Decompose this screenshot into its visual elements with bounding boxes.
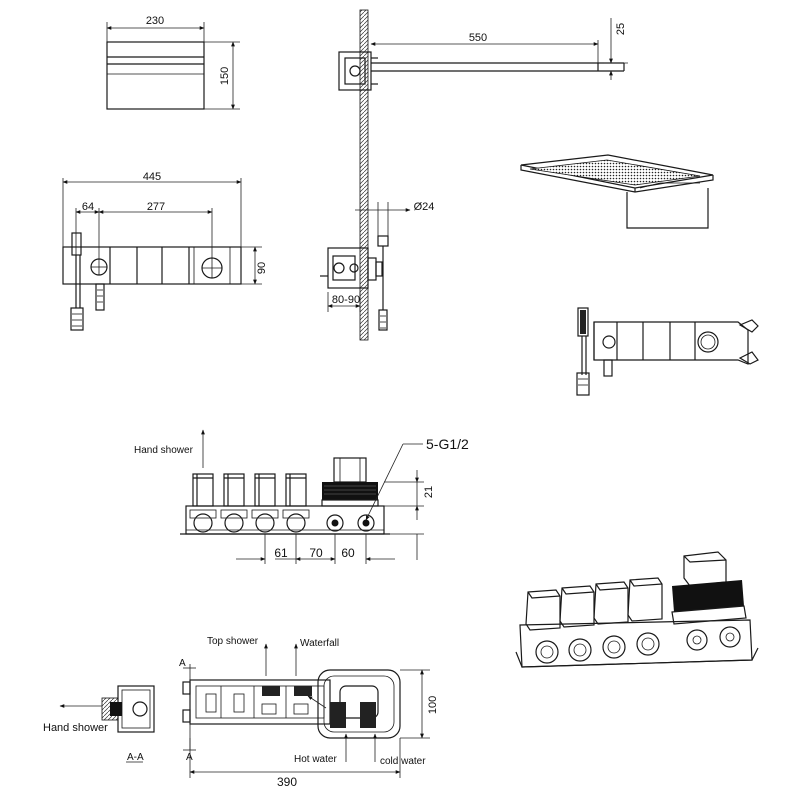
panel-offset-label: 64 — [82, 201, 94, 213]
valve-height-label: 21 — [423, 486, 435, 498]
section-aa-label: A-A — [127, 752, 144, 763]
side-view — [320, 9, 628, 341]
arm-thickness-label: 25 — [615, 23, 627, 35]
arm-length-label: 550 — [469, 32, 487, 44]
panel-perspective — [576, 307, 759, 396]
head-top-view — [106, 22, 240, 110]
waterfall-label: Waterfall — [300, 638, 339, 649]
section-a-top-label: A — [179, 658, 186, 669]
valve-body-elevation — [180, 429, 424, 564]
pitch-1-label: 61 — [274, 546, 288, 560]
hand-shower-label-section: Hand shower — [43, 722, 108, 734]
outlets-label: 5-G1/2 — [426, 436, 469, 452]
head-perspective — [520, 154, 714, 229]
pitch-3-label: 60 — [341, 546, 355, 560]
panel-width-label: 445 — [143, 171, 161, 183]
body-depth-label: 100 — [427, 696, 439, 714]
body-length-label: 390 — [277, 775, 297, 789]
panel-spacing-label: 277 — [147, 201, 165, 213]
head-width-label: 230 — [146, 15, 164, 27]
panel-front-view — [62, 178, 262, 331]
section-a-bottom-label: A — [186, 752, 193, 763]
section-aa — [59, 685, 155, 763]
hand-shower-label-top: Hand shower — [134, 445, 194, 456]
cold-water-label: cold water — [380, 756, 426, 767]
wall-depth-label: 80-90 — [332, 294, 360, 306]
hot-water-label: Hot water — [294, 754, 337, 765]
pitch-2-label: 70 — [309, 546, 323, 560]
top-shower-label: Top shower — [207, 636, 259, 647]
hose-diameter-label: Ø24 — [414, 201, 435, 213]
valve-body-perspective — [515, 551, 759, 668]
head-height-label: 150 — [219, 67, 231, 85]
panel-height-label: 90 — [256, 262, 268, 274]
valve-body-plan — [182, 643, 430, 778]
